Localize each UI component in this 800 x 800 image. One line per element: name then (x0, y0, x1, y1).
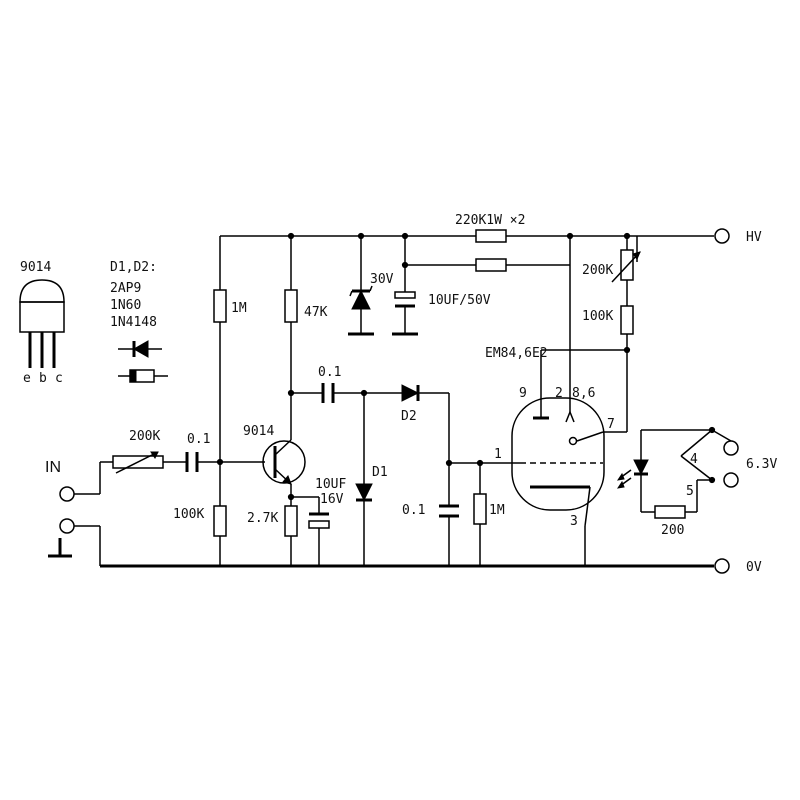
label-r-bias-top: 1M (231, 301, 247, 316)
cap-filter: 10UF/50V (392, 291, 491, 336)
junctions (216, 232, 716, 501)
to92-top (19, 279, 65, 303)
pot-hv: 200K (582, 236, 641, 283)
label-pin-8-6: 8,6 (572, 386, 595, 401)
diode-legend: D1,D2: 2AP9 1N60 1N4148 (110, 260, 168, 383)
r-emitter: 2.7K (247, 505, 298, 537)
wiring (74, 235, 714, 568)
legend-pin-e: e (23, 371, 31, 386)
hv-terminal: HV (714, 228, 762, 245)
label-r-hv-divider: 220K1W ×2 (455, 213, 525, 228)
label-pin-1: 1 (494, 447, 502, 462)
label-d1: D1 (372, 465, 388, 480)
label-heater: 6.3V (746, 457, 777, 472)
ov-terminal: 0V (714, 558, 762, 575)
legend-diode-type: 1N60 (110, 298, 141, 313)
r-grid: 1M (473, 493, 505, 525)
label-r-hv-series: 100K (582, 309, 613, 324)
label-cap-filter: 10UF/50V (428, 293, 491, 308)
tube-em84: EM84,6E2 9 2 8,6 7 1 3 (485, 346, 615, 529)
heater-jack-top (723, 440, 739, 456)
r-hv-divider: 220K1W ×2 (455, 213, 525, 272)
label-pot-hv: 200K (582, 263, 613, 278)
label-cap-input: 0.1 (187, 432, 210, 447)
legend-diode-title: D1,D2: (110, 260, 157, 275)
led-indicator (616, 459, 649, 489)
legend-diode-symbol (132, 340, 149, 358)
tube-envelope (511, 397, 605, 511)
zener-diode: 30V (348, 272, 394, 336)
label-ov: 0V (746, 560, 762, 575)
transistor-9014: 9014 (243, 424, 306, 485)
label-r-collector: 47K (304, 305, 328, 320)
r-hv-series: 100K (582, 305, 634, 335)
input-jack-signal (59, 486, 75, 502)
label-cap-emitter-voltage: 16V (320, 492, 344, 507)
label-zener: 30V (370, 272, 394, 287)
legend-pin-c: c (55, 371, 63, 386)
heater-jack-bottom (723, 472, 739, 488)
heater-terminals: 6.3V (711, 429, 777, 488)
r-collector: 47K (284, 289, 328, 323)
legend-diode-type: 1N4148 (110, 315, 157, 330)
label-r-emitter: 2.7K (247, 511, 278, 526)
legend-pin-b: b (39, 371, 47, 386)
label-hv: HV (746, 230, 762, 245)
transistor-package-legend: 9014 e b c (19, 260, 65, 386)
legend-diode-band (129, 369, 137, 383)
legend-diode-type: 2AP9 (110, 281, 141, 296)
diode-d1: D1 (355, 465, 388, 502)
r-bias-top: 1M (213, 289, 247, 323)
pot-input: 200K (112, 429, 164, 474)
label-tube-type: EM84,6E2 (485, 346, 548, 361)
diode-d2: D2 (401, 384, 420, 424)
cap-input: 0.1 (185, 432, 210, 472)
cap-coupling: 0.1 (318, 365, 341, 403)
label-cap-emitter-value: 10UF (315, 477, 346, 492)
cap-emitter: 10UF 16V (308, 477, 346, 529)
to92-body (19, 301, 65, 333)
label-transistor: 9014 (243, 424, 274, 439)
label-pin-7: 7 (607, 417, 615, 432)
label-pin-4: 4 (690, 452, 698, 467)
label-pin-9: 9 (519, 386, 527, 401)
r-bias-bottom: 100K (173, 505, 227, 537)
label-r-bias-bottom: 100K (173, 507, 204, 522)
input-terminals: IN (45, 459, 75, 558)
label-pin-2: 2 (555, 386, 563, 401)
r-led: 200 (654, 505, 686, 538)
label-pot-input: 200K (129, 429, 160, 444)
label-d2: D2 (401, 409, 417, 424)
label-pin-5: 5 (686, 484, 694, 499)
cap-grid: 0.1 (402, 503, 459, 518)
label-cap-coupling: 0.1 (318, 365, 341, 380)
label-input: IN (45, 459, 61, 476)
label-r-led: 200 (661, 523, 684, 538)
label-r-grid: 1M (489, 503, 505, 518)
label-cap-grid: 0.1 (402, 503, 425, 518)
legend-transistor-name: 9014 (20, 260, 51, 275)
tube-deflector (565, 409, 575, 423)
input-jack-ground (59, 518, 75, 534)
label-pin-3: 3 (570, 514, 578, 529)
